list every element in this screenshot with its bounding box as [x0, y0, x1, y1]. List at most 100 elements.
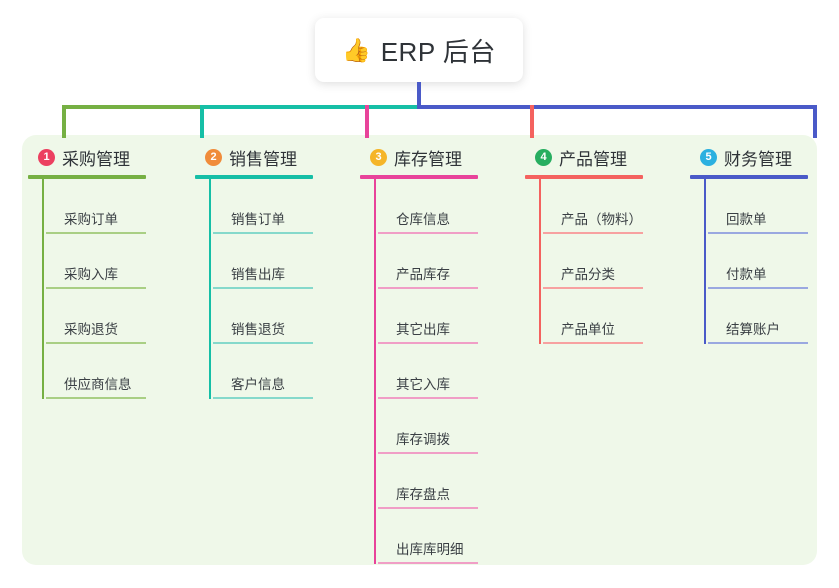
- branch-number-badge: 3: [370, 148, 387, 166]
- branch-item-label: 产品（物料）: [561, 212, 642, 227]
- branch-item-label: 销售订单: [231, 212, 285, 227]
- branch-item-label: 付款单: [726, 267, 767, 282]
- branch-number-badge: 5: [700, 148, 717, 166]
- connector-bar-segment: [200, 105, 417, 109]
- branch-items: 采购订单采购入库采购退货供应商信息: [28, 179, 146, 399]
- branch-item[interactable]: 其它出库: [378, 289, 478, 344]
- branch-item[interactable]: 其它入库: [378, 344, 478, 399]
- branch-item-label: 产品单位: [561, 322, 615, 337]
- branch-column: 4 产品管理产品（物料） 产品分类产品单位: [525, 145, 643, 344]
- branch-item[interactable]: 库存盘点: [378, 454, 478, 509]
- root-title: ERP 后台: [380, 36, 496, 67]
- branch-title: 产品管理: [559, 149, 627, 169]
- branch-header[interactable]: 3 库存管理: [360, 145, 478, 169]
- branch-item-label: 供应商信息: [64, 377, 132, 392]
- branch-item-rule: [708, 342, 808, 344]
- branch-item-rule: [46, 232, 146, 234]
- branch-item-label: 产品库存: [396, 267, 450, 282]
- branch-number-badge: 4: [535, 148, 552, 166]
- branch-item[interactable]: 出库库明细: [378, 509, 478, 564]
- root-trunk-connector: [417, 82, 421, 107]
- branch-item[interactable]: 产品单位: [543, 289, 643, 344]
- branch-header-rule: [195, 175, 313, 179]
- branch-number-badge: 2: [205, 148, 222, 166]
- connector-drop-line: [813, 105, 817, 138]
- diagram-panel: [22, 135, 817, 565]
- branch-header-rule: [525, 175, 643, 179]
- branch-item[interactable]: 产品库存: [378, 234, 478, 289]
- connector-drop-line: [200, 105, 204, 138]
- branch-item-rule: [708, 232, 808, 234]
- branch-item-label: 其它出库: [396, 322, 450, 337]
- branch-item[interactable]: 付款单: [708, 234, 808, 289]
- branch-item[interactable]: 销售出库: [213, 234, 313, 289]
- branch-item[interactable]: 销售订单: [213, 179, 313, 234]
- branch-item-label: 采购退货: [64, 322, 118, 337]
- thumbs-up-icon: 👍: [342, 36, 371, 63]
- branch-item-rule: [378, 287, 478, 289]
- branch-title: 库存管理: [394, 149, 462, 169]
- branch-column: 5 财务管理回款单付款单结算账户: [690, 145, 808, 344]
- branch-item-rule: [46, 342, 146, 344]
- branch-spine: [209, 179, 211, 399]
- branch-items: 回款单付款单结算账户: [690, 179, 808, 344]
- branch-item[interactable]: 供应商信息: [46, 344, 146, 399]
- branch-item[interactable]: 采购入库: [46, 234, 146, 289]
- branch-spine: [539, 179, 541, 344]
- branch-item-rule: [543, 342, 643, 344]
- branch-header[interactable]: 1 采购管理: [28, 145, 146, 169]
- branch-item[interactable]: 采购退货: [46, 289, 146, 344]
- branch-item-rule: [378, 452, 478, 454]
- branch-header[interactable]: 5 财务管理: [690, 145, 808, 169]
- branch-spine: [42, 179, 44, 399]
- branch-item-label: 仓库信息: [396, 212, 450, 227]
- branch-item-rule: [378, 342, 478, 344]
- branch-item-rule: [46, 287, 146, 289]
- branch-item-rule: [46, 397, 146, 399]
- branch-item[interactable]: 产品（物料）: [543, 179, 643, 234]
- connector-drop-line: [530, 105, 534, 138]
- branch-item-rule: [213, 397, 313, 399]
- branch-header[interactable]: 4 产品管理: [525, 145, 643, 169]
- branch-header-rule: [28, 175, 146, 179]
- branch-item[interactable]: 销售退货: [213, 289, 313, 344]
- branch-items: 产品（物料） 产品分类产品单位: [525, 179, 643, 344]
- branch-title: 采购管理: [62, 149, 130, 169]
- branch-items: 仓库信息产品库存其它出库其它入库库存调拨库存盘点出库库明细: [360, 179, 478, 564]
- branch-item-rule: [213, 342, 313, 344]
- branch-spine: [374, 179, 376, 564]
- branch-title: 财务管理: [724, 149, 792, 169]
- connector-drop-line: [62, 105, 66, 138]
- connector-bar-segment: [417, 105, 817, 109]
- branch-item-rule: [213, 232, 313, 234]
- branch-header-rule: [690, 175, 808, 179]
- branch-item-label: 采购订单: [64, 212, 118, 227]
- branch-number-badge: 1: [38, 148, 55, 166]
- branch-item-rule: [543, 287, 643, 289]
- branch-item[interactable]: 仓库信息: [378, 179, 478, 234]
- branch-spine: [704, 179, 706, 344]
- branch-item[interactable]: 库存调拨: [378, 399, 478, 454]
- root-node[interactable]: 👍 ERP 后台: [315, 18, 523, 82]
- branch-column: 1 采购管理采购订单采购入库采购退货供应商信息: [28, 145, 146, 399]
- connector-drop-line: [365, 105, 369, 138]
- connector-bar-segment: [62, 105, 200, 109]
- branch-item-rule: [378, 232, 478, 234]
- branch-item[interactable]: 回款单: [708, 179, 808, 234]
- branch-item-label: 回款单: [726, 212, 767, 227]
- branch-item-rule: [378, 397, 478, 399]
- branch-item-rule: [378, 562, 478, 564]
- branch-item[interactable]: 结算账户: [708, 289, 808, 344]
- branch-item[interactable]: 产品分类: [543, 234, 643, 289]
- branch-items: 销售订单销售出库销售退货客户信息: [195, 179, 313, 399]
- branch-item-label: 销售退货: [231, 322, 285, 337]
- branch-item-label: 销售出库: [231, 267, 285, 282]
- branch-item[interactable]: 客户信息: [213, 344, 313, 399]
- branch-item[interactable]: 采购订单: [46, 179, 146, 234]
- branch-item-label: 采购入库: [64, 267, 118, 282]
- branch-item-label: 出库库明细: [396, 542, 464, 557]
- branch-item-label: 库存调拨: [396, 432, 450, 447]
- branch-item-label: 其它入库: [396, 377, 450, 392]
